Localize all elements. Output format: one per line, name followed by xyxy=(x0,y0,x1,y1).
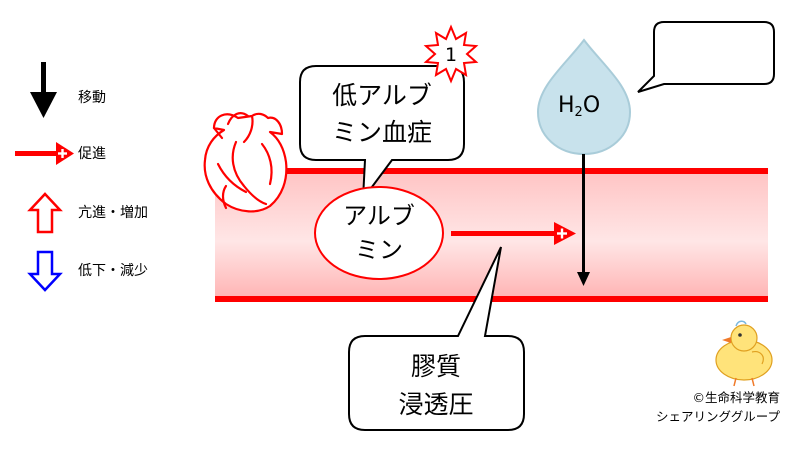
heart-icon xyxy=(203,112,288,213)
oncotic-pressure-callout: 膠質 浸透圧 xyxy=(348,246,525,431)
hypoalbuminemia-callout: 低アルブ ミン血症 xyxy=(299,65,465,203)
credit-line2: シェアリンググループ xyxy=(656,409,781,424)
hypoalbuminemia-line2: ミン血症 xyxy=(332,118,432,147)
legend-label-move: 移動 xyxy=(78,90,106,106)
water-drop: H2O xyxy=(536,38,632,156)
albumin-line1: アルブ xyxy=(343,202,415,230)
chick-mascot-icon xyxy=(715,320,773,387)
credit-line1: ©生命科学教育 xyxy=(692,390,780,405)
oncotic-line1: 膠質 xyxy=(411,352,461,381)
black-down-arrow-icon xyxy=(30,62,57,118)
oncotic-line2: 浸透圧 xyxy=(398,390,473,419)
red-up-outline-arrow-icon xyxy=(27,192,63,234)
red-plus-arrow-icon xyxy=(15,142,74,165)
promote-arrow xyxy=(451,222,576,245)
number-badge: 1 xyxy=(423,24,479,84)
albumin-ellipse: アルブ ミン xyxy=(314,186,444,280)
badge-number: 1 xyxy=(445,44,457,66)
water-label: H2O xyxy=(558,93,600,120)
water-move-arrow xyxy=(577,154,590,286)
vessel-wall-top xyxy=(215,168,768,174)
legend-label-promote: 促進 xyxy=(78,146,106,162)
legend-label-decrease: 低下・減少 xyxy=(78,262,148,279)
albumin-line2: ミン xyxy=(355,236,403,264)
legend: 移動 促進 亢進・増加 低下・減少 xyxy=(15,62,148,292)
blue-down-outline-arrow-icon xyxy=(27,250,63,292)
empty-speech-bubble xyxy=(637,21,775,93)
legend-label-increase: 亢進・増加 xyxy=(78,204,148,221)
hypoalbuminemia-line1: 低アルブ xyxy=(332,81,432,110)
